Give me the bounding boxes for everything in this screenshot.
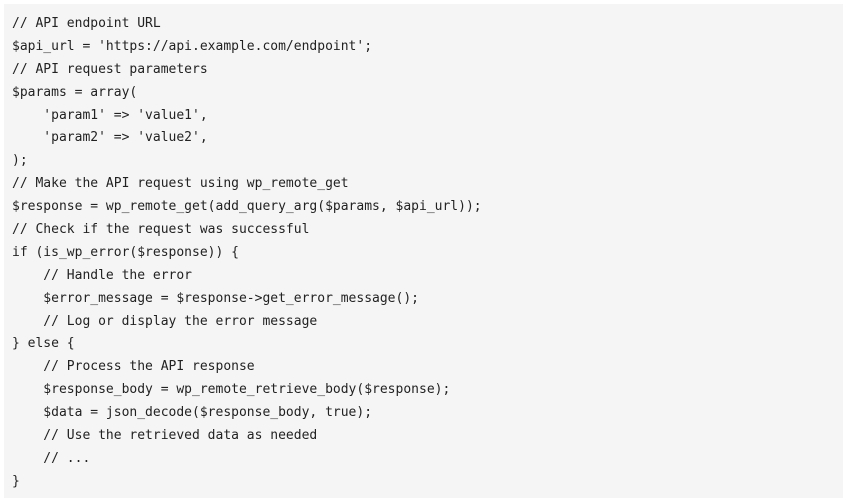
code-line: // Make the API request using wp_remote_…: [12, 176, 349, 192]
code-line: // Process the API response: [12, 359, 255, 375]
code-line: } else {: [12, 336, 75, 352]
code-line: 'param1' => 'value1',: [12, 107, 208, 123]
code-line: // API endpoint URL: [12, 16, 161, 31]
code-line: // Check if the request was successful: [12, 222, 310, 238]
code-line: if (is_wp_error($response)) {: [12, 244, 239, 260]
code-line: // Handle the error: [12, 267, 193, 283]
code-line: );: [12, 153, 28, 169]
code-line: // Use the retrieved data as needed: [12, 428, 318, 444]
code-line: 'param2' => 'value2',: [12, 130, 208, 146]
code-line: $api_url = 'https://api.example.com/endp…: [12, 38, 373, 54]
code-line: $response_body = wp_remote_retrieve_body…: [12, 382, 451, 398]
code-line: $error_message = $response->get_error_me…: [12, 290, 419, 306]
code-line: $params = array(: [12, 84, 138, 100]
code-line: }: [12, 473, 20, 489]
code-line: $response = wp_remote_get(add_query_arg(…: [12, 199, 482, 215]
code-lines: // API endpoint URL $api_url = 'https://…: [12, 13, 843, 494]
code-line: // API request parameters: [12, 61, 208, 77]
code-line: // Log or display the error message: [12, 313, 318, 329]
code-line: $data = json_decode($response_body, true…: [12, 405, 373, 421]
code-line: // ...: [12, 450, 91, 466]
code-block: // API endpoint URL $api_url = 'https://…: [4, 4, 843, 498]
